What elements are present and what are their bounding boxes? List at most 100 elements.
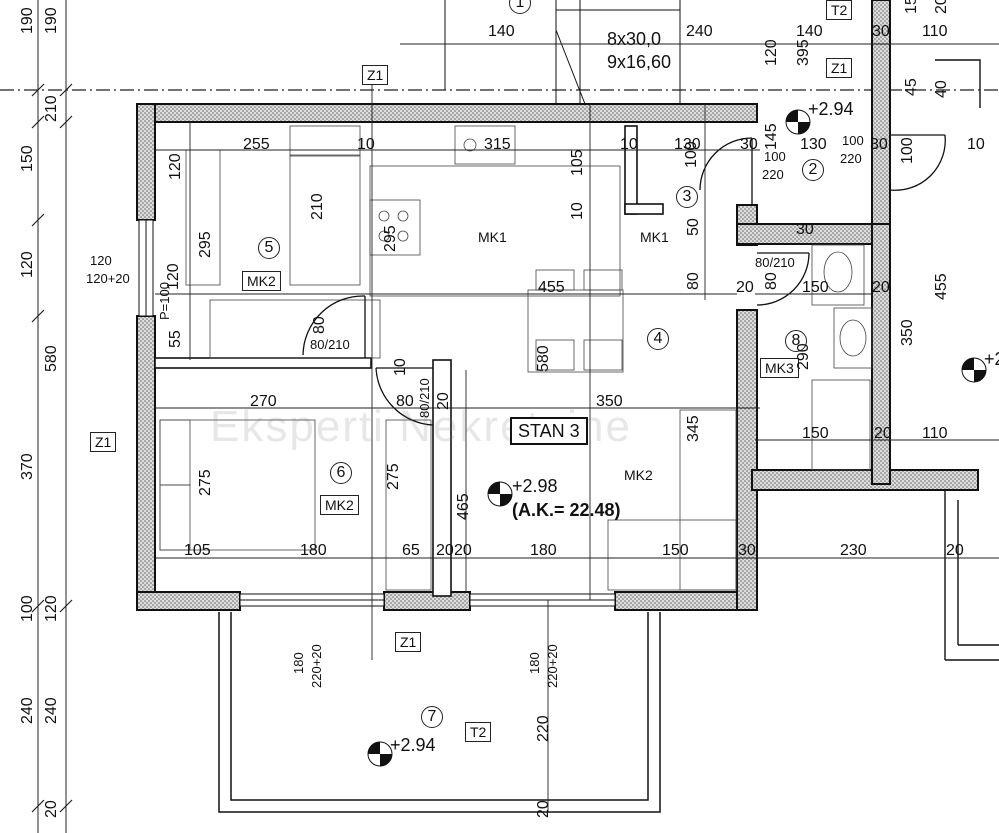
dim-20d: 20 <box>454 542 472 559</box>
dim-295b: 295 <box>382 225 399 252</box>
dim-130: 130 <box>674 136 701 153</box>
dim-10b: 10 <box>620 136 638 153</box>
apartment-elevation: +2.98 <box>512 476 558 496</box>
neighbor-outline <box>935 59 999 661</box>
dim-180: 180 <box>300 542 327 559</box>
left-dim-190b: 190 <box>43 7 60 34</box>
dim-275b: 275 <box>385 463 402 490</box>
windows <box>138 219 616 607</box>
left-dim-580: 580 <box>43 345 60 372</box>
elevation-marker-right <box>961 357 987 383</box>
dim-230: 230 <box>840 542 867 559</box>
dim-345: 345 <box>685 415 702 442</box>
dim-80c: 80 <box>685 272 702 290</box>
left-dim-190: 190 <box>19 7 36 34</box>
dim-10c: 10 <box>967 136 985 153</box>
elevation-marker-balcony <box>367 741 393 767</box>
dim-140b: 140 <box>796 23 823 40</box>
dimension-lines <box>155 43 999 812</box>
furniture <box>159 125 873 591</box>
left-dim-370: 370 <box>19 453 36 480</box>
dim-20b: 20 <box>874 425 892 442</box>
dim-80-210a: 80/210 <box>310 337 350 352</box>
dim-220-20b: 220+20 <box>545 644 560 688</box>
dim-20g: 20 <box>933 0 950 14</box>
dim-150d: 150 <box>903 0 920 14</box>
left-dim-ticks <box>31 83 73 813</box>
balcony <box>218 612 661 813</box>
elevation-marker-apartment <box>487 481 513 507</box>
dim-150: 150 <box>802 279 829 296</box>
left-dim-120: 120 <box>19 251 36 278</box>
dim-465: 465 <box>455 493 472 520</box>
room-number-3: 3 <box>676 186 698 208</box>
dim-455: 455 <box>538 279 565 296</box>
dim-30: 30 <box>872 23 890 40</box>
dim-10e: 10 <box>569 202 586 220</box>
tag-mk1-a: MK1 <box>474 228 511 246</box>
left-dim-210: 210 <box>43 95 60 122</box>
tag-mk3: MK3 <box>760 358 799 378</box>
left-dim-120b: 120 <box>43 595 60 622</box>
dim-p100: P=100 <box>157 282 172 320</box>
dim-20e: 20 <box>946 542 964 559</box>
dim-290: 290 <box>795 343 812 370</box>
dim-295: 295 <box>197 231 214 258</box>
dim-20a: 20 <box>736 279 754 296</box>
elevation-marker-top <box>785 109 811 135</box>
dim-100: 100 <box>764 149 786 164</box>
dim-150b: 150 <box>802 425 829 442</box>
tag-z1-left: Z1 <box>90 432 117 452</box>
dim-55: 55 <box>167 330 184 348</box>
elevation-top: +2.94 <box>808 99 854 119</box>
dim-350: 350 <box>899 319 916 346</box>
dim-105b: 105 <box>184 542 211 559</box>
dim-20i: 20 <box>535 800 552 818</box>
dim-65: 65 <box>402 542 420 559</box>
elevation-right: +2 <box>984 349 999 369</box>
apartment-label: STAN 3 <box>510 417 588 445</box>
dim-45: 45 <box>903 78 920 96</box>
tag-z1-bottom: Z1 <box>395 632 422 652</box>
tag-mk2-living: MK2 <box>620 466 657 484</box>
tag-mk2-room5: MK2 <box>242 271 281 291</box>
dim-220b: 220 <box>840 151 862 166</box>
dim-180c: 180 <box>291 652 306 674</box>
dim-140: 140 <box>488 23 515 40</box>
dim-100d: 100 <box>899 137 916 164</box>
dim-180b: 180 <box>530 542 557 559</box>
dim-455b: 455 <box>933 273 950 300</box>
dim-20c: 20 <box>436 542 454 559</box>
dim-220: 220 <box>762 167 784 182</box>
tag-mk2-room6: MK2 <box>320 495 359 515</box>
room-number-7: 7 <box>421 706 443 728</box>
dim-80-210b: 80/210 <box>417 378 432 418</box>
elevation-balcony: +2.94 <box>390 735 436 755</box>
stairs-label-2: 9x16,60 <box>607 52 672 72</box>
dim-395: 395 <box>795 39 812 66</box>
left-dim-240b: 240 <box>43 697 60 724</box>
dim-150c: 150 <box>662 542 689 559</box>
dim-120c: 120 <box>90 253 112 268</box>
exterior-walls <box>136 0 979 611</box>
dim-80b: 80 <box>396 393 414 410</box>
dim-20f: 20 <box>872 279 890 296</box>
room-number-2: 2 <box>802 159 824 181</box>
dim-350b: 350 <box>596 393 623 410</box>
tag-z1-right: Z1 <box>826 58 853 78</box>
left-dim-150: 150 <box>19 145 36 172</box>
dim-130b: 130 <box>800 136 827 153</box>
stairs <box>444 0 681 105</box>
interior-walls <box>154 125 664 597</box>
dim-580: 580 <box>535 345 552 372</box>
room-number-8: 8 <box>785 330 807 352</box>
dim-30b: 30 <box>740 136 758 153</box>
tag-mk1-b: MK1 <box>636 228 673 246</box>
dim-180d: 180 <box>527 652 542 674</box>
dim-120a: 120 <box>167 153 184 180</box>
apartment-floor-area: (A.K.= 22.48) <box>512 500 621 520</box>
dim-220-20: 220+20 <box>309 644 324 688</box>
dim-30d: 30 <box>738 542 756 559</box>
dim-40: 40 <box>933 80 950 98</box>
dim-275: 275 <box>197 469 214 496</box>
